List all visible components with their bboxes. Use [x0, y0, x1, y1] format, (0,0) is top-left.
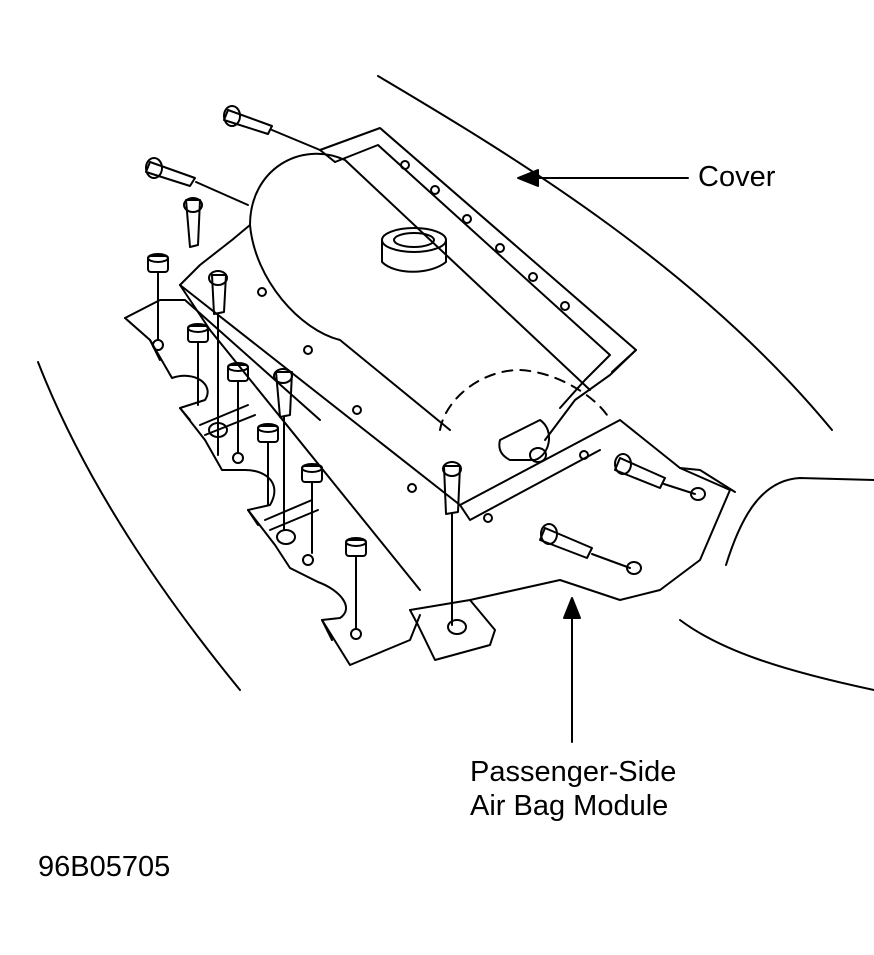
mounting-bolts — [145, 105, 696, 626]
figure-id: 96B05705 — [38, 851, 171, 883]
bolt-top-left-1 — [223, 109, 273, 135]
cover-retainer-frame — [319, 127, 637, 441]
airbag-module-label: Passenger-Side Air Bag Module — [470, 755, 676, 823]
cover-label: Cover — [698, 161, 776, 193]
dash-right-contour — [725, 477, 874, 566]
module-housing-tray — [179, 284, 736, 611]
dash-lower-contour — [37, 361, 241, 691]
left-mounting-flange — [124, 299, 421, 666]
bolt-vertical-front — [443, 465, 461, 515]
airbag-module-label-line2: Air Bag Module — [470, 790, 669, 822]
bolt-vertical-1 — [185, 199, 201, 248]
inflator-housing — [179, 152, 611, 463]
front-bracket — [409, 599, 496, 661]
bolt-vertical-2 — [211, 274, 227, 315]
bolt-vertical-3 — [275, 371, 293, 418]
cover-arrowhead — [517, 169, 539, 187]
bolt-right-1 — [614, 457, 666, 489]
mounting-nuts — [147, 253, 367, 629]
airbag-module-label-line1: Passenger-Side — [470, 756, 677, 788]
dash-bottom-contour — [679, 619, 874, 691]
bolt-top-left-2 — [145, 161, 196, 187]
dash-outer-contour — [377, 75, 833, 431]
leader-arrows — [517, 169, 689, 743]
module-arrowhead — [563, 597, 581, 619]
